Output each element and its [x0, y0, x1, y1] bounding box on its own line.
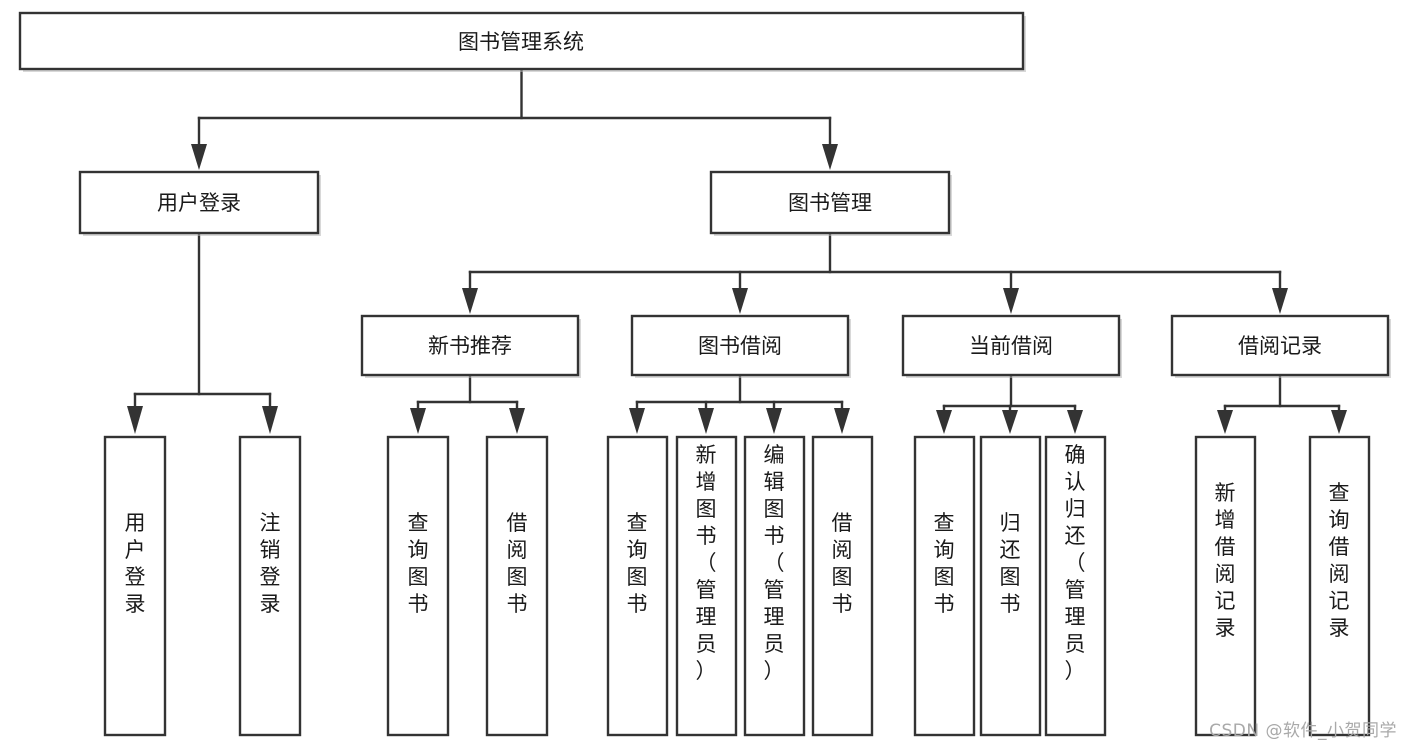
leaf-bb-edit-book-label: 编辑图书（管理员）: [764, 443, 785, 683]
arrow-to-l-bb-add: [698, 408, 714, 434]
leaf-bb-add-book-box[interactable]: [675, 435, 738, 737]
leaf-cb-query-book[interactable]: 查询图书: [913, 435, 976, 737]
leaf-rec-add-record-label: 新增借阅记录: [1215, 481, 1236, 640]
leaf-bb-query-book-label: 查询图书: [627, 511, 648, 616]
leaf-cb-return-book-box[interactable]: [979, 435, 1042, 737]
vertical-bracket-glyph: ）: [1065, 659, 1086, 683]
leaf-bb-query-book[interactable]: 查询图书: [606, 435, 669, 737]
node-user-login[interactable]: 用户登录: [78, 170, 321, 236]
arrow-to-l-nr-query: [410, 408, 426, 434]
leaf-nr-query-book-label: 查询图书: [408, 511, 429, 616]
leaf-cb-confirm-return-box[interactable]: [1044, 435, 1107, 737]
node-new-book-recommend-box[interactable]: [360, 314, 580, 377]
node-book-borrow-label: 图书借阅: [698, 334, 782, 358]
leaf-cb-return-book[interactable]: 归还图书: [979, 435, 1042, 737]
leaf-bb-borrow-book-label: 借阅图书: [832, 511, 853, 616]
csdn-watermark: CSDN @软件_小贺同学: [1209, 721, 1397, 741]
arrow-to-l-cb-return: [1002, 410, 1018, 434]
arrow-to-current: [1003, 288, 1019, 314]
leaf-bb-borrow-book-box[interactable]: [811, 435, 874, 737]
leaf-cb-confirm-return[interactable]: 确认归还（管理员）: [1044, 435, 1107, 737]
node-current-borrow-box[interactable]: [901, 314, 1121, 377]
node-book-management-label: 图书管理: [788, 191, 872, 215]
arrow-to-l-bb-borrow: [834, 408, 850, 434]
node-book-management[interactable]: 图书管理: [709, 170, 952, 236]
vertical-bracket-glyph: ）: [764, 659, 785, 683]
leaf-logout-label: 注销登录: [260, 511, 281, 616]
node-layer: 图书管理系统 用户登录 图书管理 新书推荐 图书: [18, 11, 1391, 737]
arrow-to-l-bb-edit: [766, 408, 782, 434]
leaf-cb-query-book-label: 查询图书: [934, 511, 955, 616]
node-book-borrow-box[interactable]: [630, 314, 850, 377]
arrow-to-borrow: [732, 288, 748, 314]
node-root[interactable]: 图书管理系统: [18, 11, 1026, 72]
arrow-to-l-rec-query: [1331, 410, 1347, 434]
leaf-cb-query-book-box[interactable]: [913, 435, 976, 737]
vertical-bracket-glyph: ）: [696, 659, 717, 683]
node-current-borrow-label: 当前借阅: [969, 334, 1053, 358]
vertical-bracket-glyph: （: [1065, 551, 1086, 575]
vertical-bracket-glyph: （: [764, 551, 785, 575]
arrow-to-l-logout: [262, 406, 278, 434]
edge-layer: [127, 67, 1347, 434]
node-current-borrow[interactable]: 当前借阅: [901, 314, 1122, 378]
leaf-user-login-box[interactable]: [103, 435, 167, 737]
leaf-rec-add-record[interactable]: 新增借阅记录: [1194, 435, 1257, 737]
leaf-rec-add-record-box[interactable]: [1194, 435, 1257, 737]
node-new-book-recommend-label: 新书推荐: [428, 334, 512, 358]
arrow-to-l-bb-query: [629, 408, 645, 434]
leaf-user-login[interactable]: 用户登录: [103, 435, 167, 737]
leaf-bb-add-book-label: 新增图书（管理员）: [696, 443, 717, 683]
node-book-borrow[interactable]: 图书借阅: [630, 314, 851, 378]
leaf-logout[interactable]: 注销登录: [238, 435, 302, 737]
arrow-to-book-mgmt: [822, 144, 838, 170]
node-borrow-records[interactable]: 借阅记录: [1170, 314, 1391, 378]
node-root-box[interactable]: [18, 11, 1025, 71]
arrow-to-l-user-login: [127, 406, 143, 434]
leaf-logout-box[interactable]: [238, 435, 302, 737]
leaf-bb-borrow-book[interactable]: 借阅图书: [811, 435, 874, 737]
leaf-cb-return-book-label: 归还图书: [1000, 511, 1021, 616]
leaf-bb-query-book-box[interactable]: [606, 435, 669, 737]
node-root-label: 图书管理系统: [458, 30, 584, 54]
node-user-login-label: 用户登录: [157, 191, 241, 215]
leaf-nr-query-book[interactable]: 查询图书: [386, 435, 450, 737]
node-borrow-records-box[interactable]: [1170, 314, 1390, 377]
arrow-to-l-nr-borrow: [509, 408, 525, 434]
node-user-login-box[interactable]: [78, 170, 320, 235]
node-borrow-records-label: 借阅记录: [1238, 334, 1322, 358]
arrow-to-new-rec: [462, 288, 478, 314]
leaf-cb-confirm-return-label: 确认归还（管理员）: [1065, 443, 1086, 683]
node-book-management-box[interactable]: [709, 170, 951, 235]
leaf-rec-query-record-label: 查询借阅记录: [1329, 481, 1350, 640]
node-new-book-recommend[interactable]: 新书推荐: [360, 314, 581, 378]
leaf-nr-borrow-book-label: 借阅图书: [507, 511, 528, 616]
arrow-to-l-cb-query: [936, 410, 952, 434]
leaf-bb-edit-book-box[interactable]: [743, 435, 806, 737]
leaf-bb-edit-book[interactable]: 编辑图书（管理员）: [743, 435, 806, 737]
leaf-bb-add-book[interactable]: 新增图书（管理员）: [675, 435, 738, 737]
leaf-rec-query-record[interactable]: 查询借阅记录: [1308, 435, 1371, 737]
arrow-to-l-cb-confirm: [1067, 410, 1083, 434]
leaf-nr-query-book-box[interactable]: [386, 435, 450, 737]
leaf-nr-borrow-book[interactable]: 借阅图书: [485, 435, 549, 737]
leaf-rec-query-record-box[interactable]: [1308, 435, 1371, 737]
leaf-nr-borrow-book-box[interactable]: [485, 435, 549, 737]
arrow-to-user-login: [191, 144, 207, 170]
arrow-to-l-rec-add: [1217, 410, 1233, 434]
leaf-user-login-label: 用户登录: [125, 511, 146, 616]
arrow-to-records: [1272, 288, 1288, 314]
vertical-bracket-glyph: （: [696, 551, 717, 575]
